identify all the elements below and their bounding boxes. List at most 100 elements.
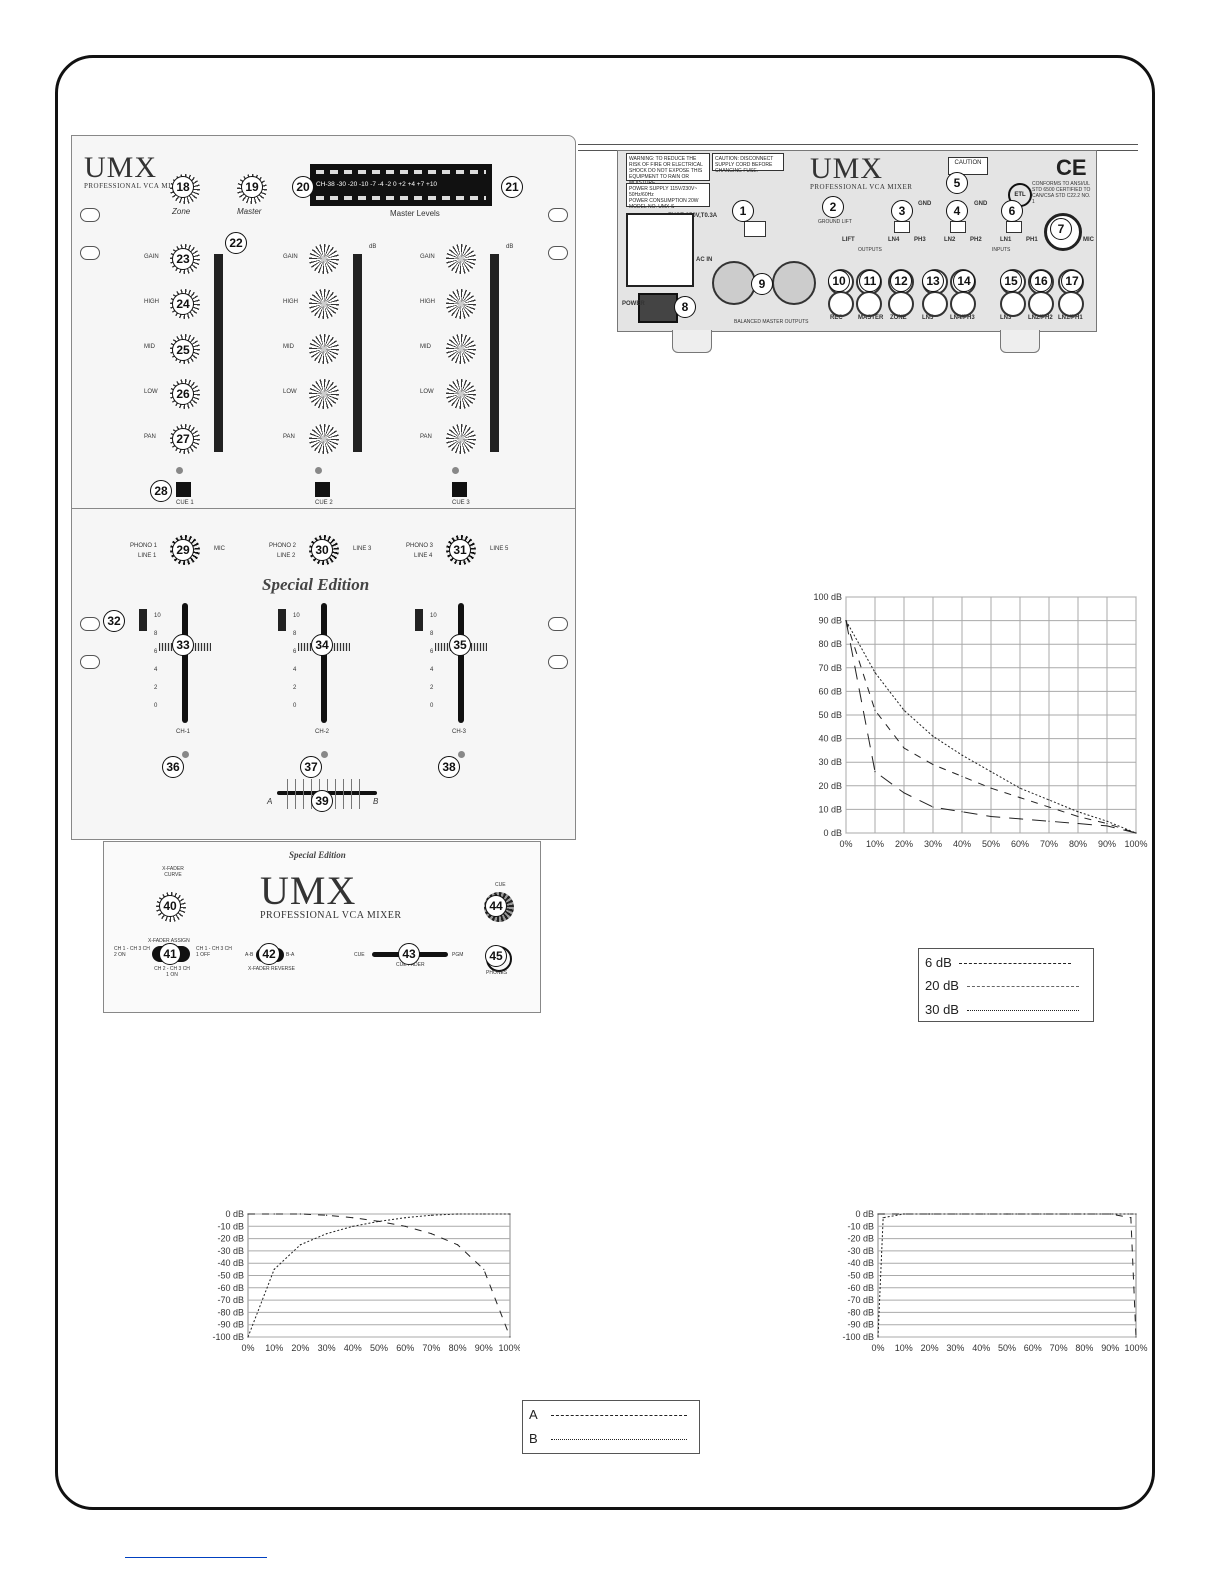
x-tick-label: 70% [1050, 1343, 1068, 1353]
brand-logo: UMX PROFESSIONAL VCA MIXER [84, 153, 186, 191]
rack-hole [80, 246, 100, 260]
input-label: LN3 [1000, 315, 1012, 321]
data-point [1135, 1336, 1137, 1338]
channel-meter [353, 254, 362, 452]
cue-led [176, 467, 183, 474]
output-label: REC [830, 315, 843, 321]
callout-41: 41 [159, 943, 181, 965]
cue-fader-left-label: CUE [354, 952, 365, 958]
fader-scale-label: 4 [154, 667, 158, 673]
input-label-left-2: LINE 4 [414, 553, 433, 559]
switch-label: LN1 [1000, 237, 1012, 243]
power-consumption-text: POWER CONSUMPTION 20W [629, 198, 699, 204]
callout-26: 26 [172, 383, 194, 405]
output-rca-jack[interactable] [888, 291, 914, 317]
output-rca-jack[interactable] [856, 291, 882, 317]
channel-fader[interactable] [182, 603, 188, 723]
eq-knob[interactable] [446, 289, 476, 319]
eq-knob[interactable] [446, 379, 476, 409]
y-tick-label: -10 dB [217, 1221, 244, 1231]
footer-link-line [125, 1557, 267, 1558]
input-label-left: PHONO 1 [130, 543, 158, 549]
fader-scale-label: 6 [154, 649, 158, 655]
eq-knob[interactable] [309, 424, 339, 454]
voltage-selector[interactable] [744, 221, 766, 237]
callout-31: 31 [449, 539, 471, 561]
eq-label: MID [144, 344, 155, 350]
eq-knob[interactable] [446, 244, 476, 274]
input-rca-jack[interactable] [922, 291, 948, 317]
fader-scale-label: 6 [293, 649, 297, 655]
eq-knob[interactable] [309, 379, 339, 409]
input-label: LN1/PH1 [1058, 315, 1083, 321]
y-tick-label: -30 dB [847, 1246, 874, 1256]
eq-knob[interactable] [446, 424, 476, 454]
data-point [1130, 1213, 1132, 1215]
gnd-label-2: GND [974, 201, 988, 207]
channel-fader[interactable] [458, 603, 464, 723]
y-tick-label: 100 dB [813, 592, 842, 602]
input-rca-jack[interactable] [1028, 291, 1054, 317]
cue-fader-label: CUE FADER [396, 962, 425, 968]
cue-led [452, 467, 459, 474]
legend-label: 20 dB [925, 978, 959, 993]
eq-label: MID [420, 344, 431, 350]
cue-button[interactable] [452, 482, 467, 497]
data-point [903, 792, 905, 794]
x-tick-label: 20% [895, 839, 913, 849]
input-rca-jack[interactable] [950, 291, 976, 317]
input-rca-jack[interactable] [1058, 291, 1084, 317]
callout-38: 38 [438, 756, 460, 778]
cue-button[interactable] [176, 482, 191, 497]
channel-label: CH-3 [452, 729, 467, 735]
x-tick-label: 100% [1124, 839, 1147, 849]
iec-power-inlet[interactable] [626, 213, 694, 287]
power-switch[interactable] [638, 293, 678, 323]
x-tick-label: 100% [498, 1343, 520, 1353]
x-tick-label: 30% [318, 1343, 336, 1353]
power-supply-text: POWER SUPPLY 115V/230V~ 50Hz/60Hz [629, 186, 698, 198]
y-tick-label: -80 dB [847, 1307, 874, 1317]
eq-knob[interactable] [446, 334, 476, 364]
channel-fader[interactable] [321, 603, 327, 723]
xlr-output-right[interactable] [712, 261, 756, 305]
fader-scale-label: 10 [293, 613, 300, 619]
rack-hole [80, 655, 100, 669]
phono-line-switch[interactable] [950, 221, 966, 233]
rack-hole [548, 246, 568, 260]
reverse-right-label: B-A [286, 952, 295, 958]
eq-knob[interactable] [309, 244, 339, 274]
callout-37: 37 [300, 756, 322, 778]
phono-line-switch[interactable] [1006, 221, 1022, 233]
input-rca-jack[interactable] [1000, 291, 1026, 317]
caution-shock-label: CAUTION [948, 157, 988, 175]
legend-row-30db: 30 dB [925, 1002, 1079, 1017]
switch-label: LN2 [944, 237, 956, 243]
series-line-20-db [845, 620, 1137, 834]
master-levels-label: Master Levels [390, 209, 440, 218]
callout-29: 29 [172, 539, 194, 561]
data-point [1130, 1217, 1132, 1219]
data-point [1106, 822, 1108, 825]
xlr-output-left[interactable] [772, 261, 816, 305]
data-point [1019, 787, 1021, 789]
data-point [903, 709, 905, 711]
y-tick-label: -90 dB [847, 1320, 874, 1330]
callout-25: 25 [172, 339, 194, 361]
data-point [1077, 815, 1079, 818]
phono-line-switch[interactable] [894, 221, 910, 233]
x-tick-label: 60% [396, 1343, 414, 1353]
callout-4: 4 [946, 200, 968, 222]
input-label: LN5 [922, 315, 934, 321]
x-tick-label: 40% [953, 839, 971, 849]
eq-knob[interactable] [309, 289, 339, 319]
output-rca-jack[interactable] [828, 291, 854, 317]
input-label-right: LINE 3 [353, 546, 372, 552]
cue-button[interactable] [315, 482, 330, 497]
power-info-label: POWER SUPPLY 115V/230V~ 50Hz/60Hz POWER … [626, 183, 710, 210]
data-point [1135, 832, 1137, 834]
eq-knob[interactable] [309, 334, 339, 364]
channel-led [182, 751, 189, 758]
rear-brand-logo: UMX PROFESSIONAL VCA MIXER [810, 154, 912, 192]
callout-17: 17 [1061, 270, 1083, 292]
